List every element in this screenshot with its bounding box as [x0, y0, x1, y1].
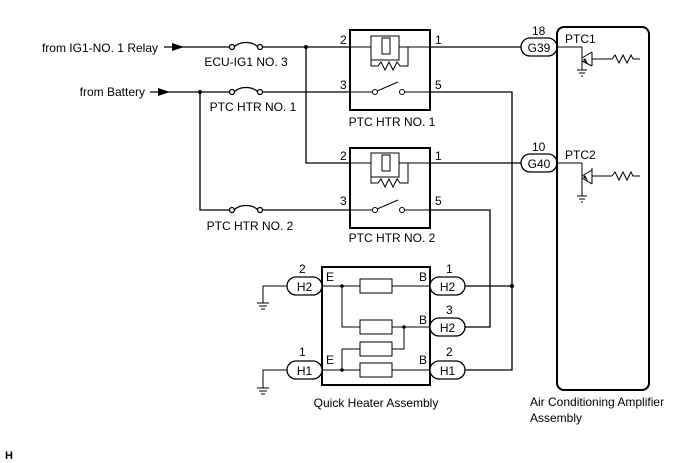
connector-h1-left-label: H1 — [297, 364, 313, 378]
heater-terminal-b-bottom: B — [419, 353, 427, 367]
fuse-ptc-htr2 — [228, 204, 264, 214]
amp-terminal-ptc1: PTC1 — [565, 32, 596, 46]
connector-h2-right-1-pin: 1 — [446, 262, 453, 276]
heater-terminal-e-bottom: E — [326, 353, 334, 367]
wire-relay1-pin5-heater — [430, 91, 513, 371]
connector-h1-right-pin: 2 — [446, 345, 453, 359]
input-arrow-ig1 — [164, 43, 184, 51]
heater-box — [321, 266, 431, 386]
heater-terminal-e-top: E — [326, 270, 334, 284]
heater-label: Quick Heater Assembly — [314, 396, 439, 410]
connector-g40-pin: 10 — [532, 140, 546, 154]
connector-h2-left: H2 — [286, 276, 323, 296]
amplifier-label-line1: Air Conditioning Amplifier — [530, 395, 664, 409]
relay1-pin-1: 1 — [435, 33, 442, 47]
fuse-ptc-htr1 — [228, 86, 264, 96]
connector-h1-left: H1 — [286, 360, 323, 380]
connector-h1-right: H1 — [429, 360, 466, 380]
input-label-battery: from Battery — [80, 85, 145, 99]
connector-h1-right-label: H1 — [440, 364, 456, 378]
relay2-label: PTC HTR NO. 2 — [349, 231, 436, 245]
amplifier-box — [556, 26, 650, 391]
relay-ptc-htr1 — [349, 29, 431, 111]
connector-g39: G39 — [520, 37, 558, 57]
connector-h2-right-1-label: H2 — [440, 280, 456, 294]
relay1-pin-2: 2 — [340, 33, 347, 47]
relay1-label: PTC HTR NO. 1 — [349, 115, 436, 129]
connector-g39-pin: 18 — [532, 24, 546, 38]
wire-battery-branch — [199, 92, 230, 211]
fuse-label-ecu-ig1: ECU-IG1 NO. 3 — [204, 55, 288, 69]
input-label-ig1: from IG1-NO. 1 Relay — [42, 41, 158, 55]
relay1-pin-5: 5 — [435, 78, 442, 92]
heater-terminal-b-mid: B — [419, 313, 427, 327]
relay2-pin-3: 3 — [340, 194, 347, 208]
connector-h2-left-pin: 2 — [299, 262, 306, 276]
ground-h1 — [257, 369, 287, 395]
amp-terminal-ptc2: PTC2 — [565, 148, 596, 162]
input-arrow-battery — [150, 88, 170, 96]
ground-h2 — [257, 285, 287, 310]
connector-g39-label: G39 — [528, 41, 551, 55]
heater-internal-wiring — [322, 278, 430, 378]
heater-terminal-b-top: B — [419, 270, 427, 284]
relay2-pin-1: 1 — [435, 149, 442, 163]
connector-g40: G40 — [520, 153, 558, 173]
relay-ptc-htr2 — [349, 147, 431, 229]
wire-ig1-relay2 — [305, 47, 350, 164]
connector-h2-left-label: H2 — [297, 280, 313, 294]
fuse-label-ptc-htr2: PTC HTR NO. 2 — [207, 219, 294, 233]
relay1-pin-3: 3 — [340, 78, 347, 92]
relay2-pin-2: 2 — [340, 149, 347, 163]
connector-h2-right-3-label: H2 — [440, 321, 456, 335]
transistor-ptc2 — [557, 162, 640, 203]
wire-relay2-pin5-heater — [430, 209, 491, 328]
relay2-pin-5: 5 — [435, 194, 442, 208]
fuse-ecu-ig1 — [228, 41, 264, 51]
connector-h1-left-pin: 1 — [299, 345, 306, 359]
amplifier-label-line2: Assembly — [530, 411, 582, 425]
connector-g40-label: G40 — [528, 157, 551, 171]
connector-h2-right-1: H2 — [429, 276, 466, 296]
transistor-ptc1 — [557, 46, 640, 77]
connector-h2-right-3: H2 — [429, 317, 466, 337]
fuse-label-ptc-htr1: PTC HTR NO. 1 — [210, 100, 297, 114]
connector-h2-right-3-pin: 3 — [446, 303, 453, 317]
corner-mark: H — [5, 450, 13, 462]
